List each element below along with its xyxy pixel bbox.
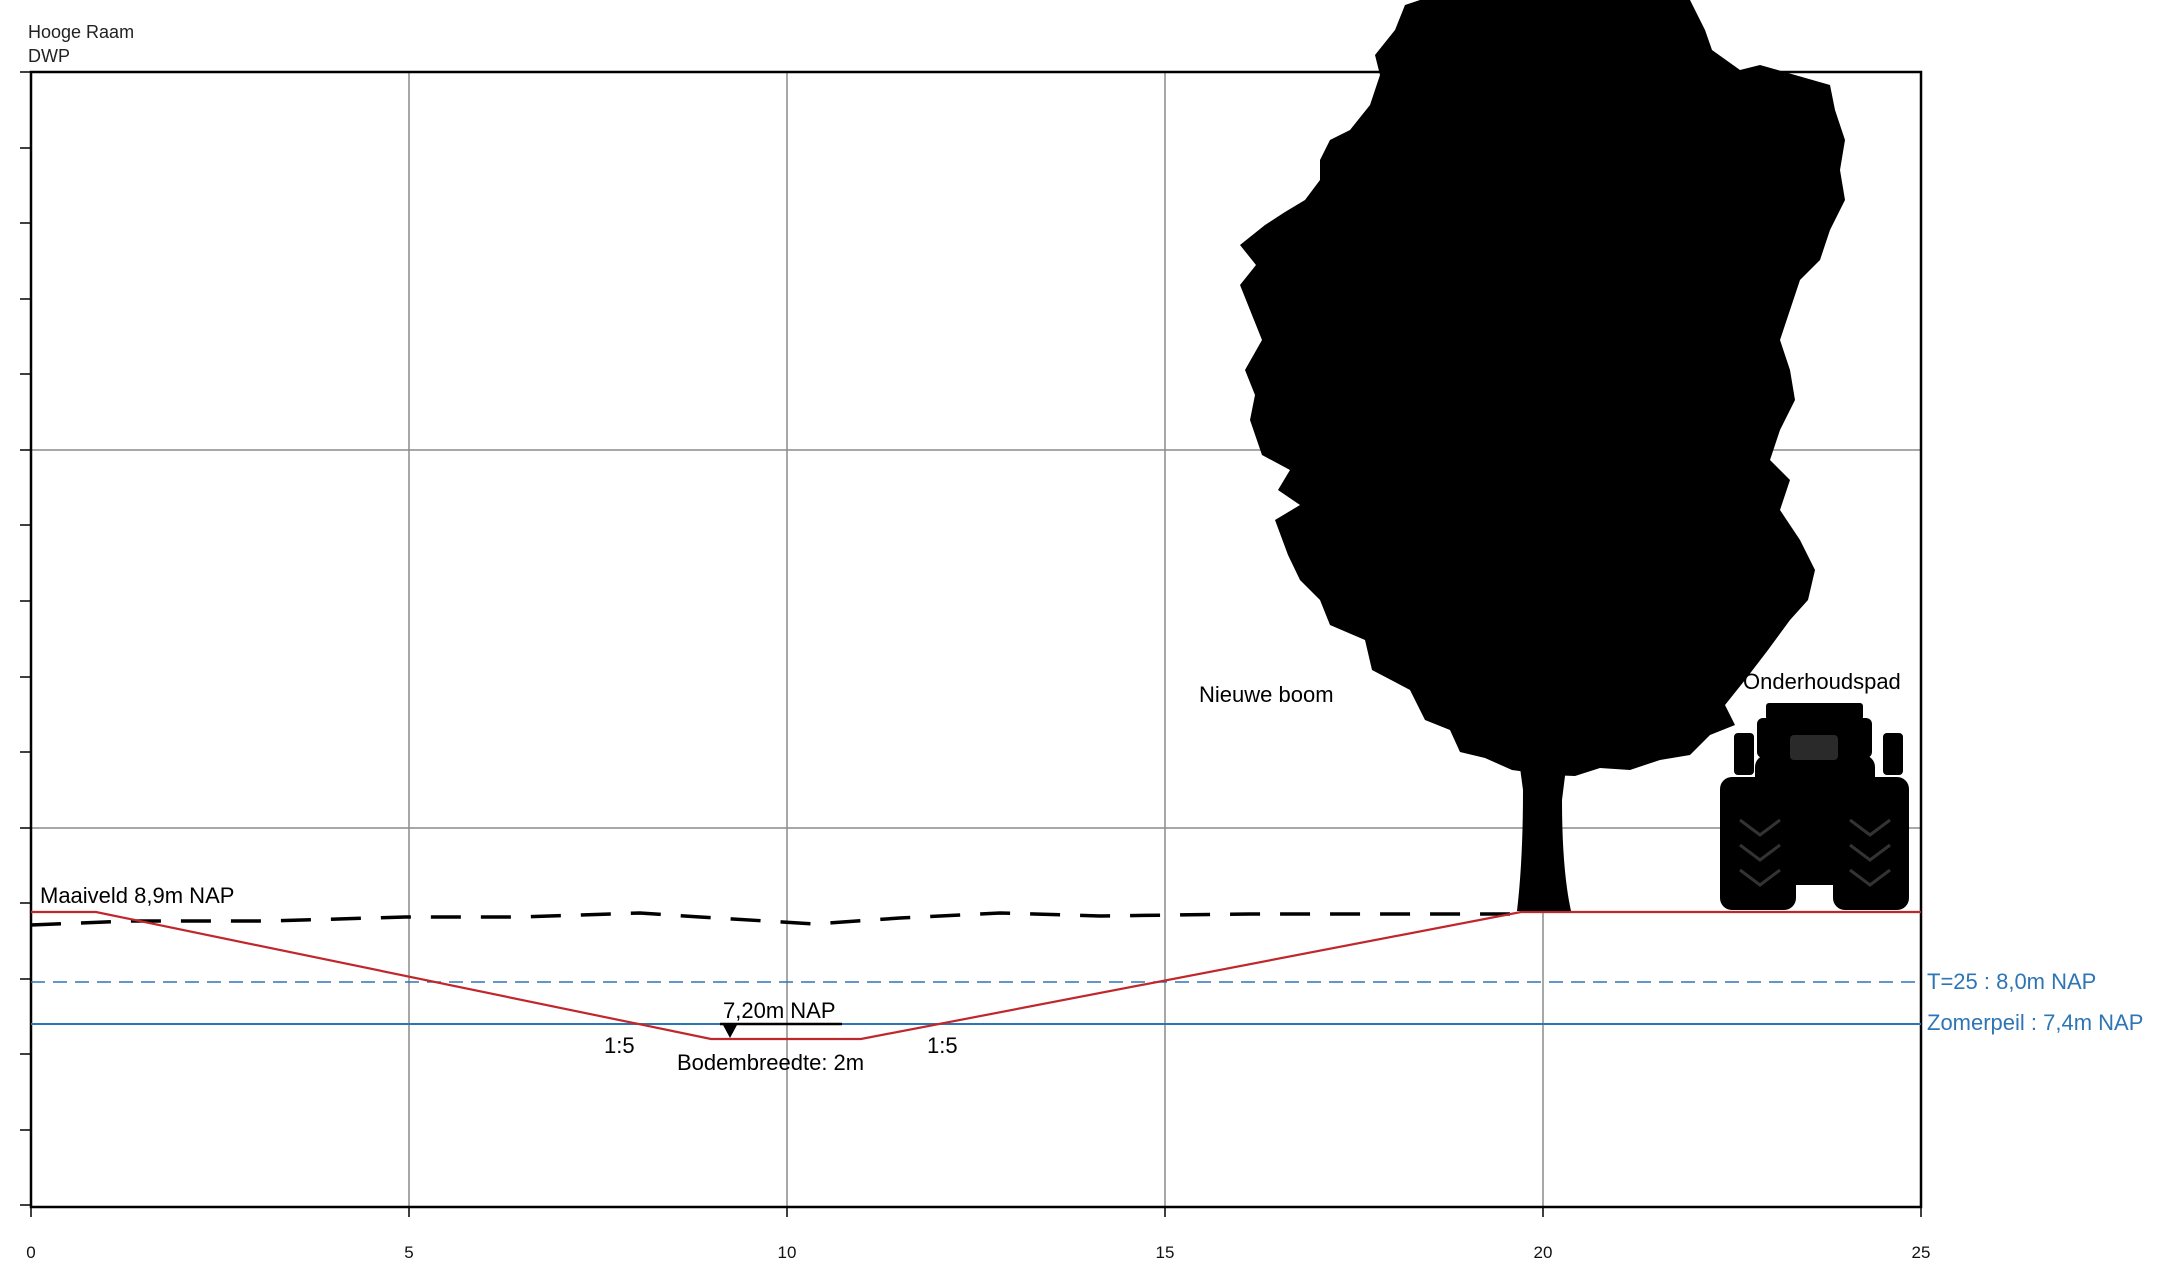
- existing-ground-line: [30, 911, 1510, 927]
- project-name: Hooge Raam: [28, 22, 135, 42]
- zomerpeil-label: Zomerpeil : 7,4m NAP: [1927, 1010, 2143, 1035]
- bottom-width-label: Bodembreedte: 2m: [677, 1050, 864, 1075]
- y-axis-ticks: [20, 71, 31, 1206]
- x-tick-label: 20: [1534, 1243, 1553, 1262]
- x-tick-label: 25: [1912, 1243, 1931, 1262]
- path-label: Onderhoudspad: [1743, 669, 1901, 694]
- x-tick-label: 5: [404, 1243, 413, 1262]
- x-axis-ticks: [30, 1207, 1922, 1217]
- project-code: DWP: [28, 46, 70, 66]
- water-level-triangle-icon: [723, 1025, 737, 1038]
- tree-silhouette-icon: [1240, 0, 1845, 911]
- new-profile-line: [31, 910, 1921, 1041]
- x-tick-label: 0: [26, 1243, 35, 1262]
- bottom-level-label: 7,20m NAP: [723, 998, 836, 1023]
- slope-left-label: 1:5: [604, 1033, 635, 1058]
- tractor-icon: [1720, 703, 1909, 910]
- slope-right-label: 1:5: [927, 1033, 958, 1058]
- plot-frame: [29, 70, 1923, 1209]
- t25-label: T=25 : 8,0m NAP: [1927, 969, 2096, 994]
- header: Hooge Raam DWP: [28, 20, 134, 68]
- tree-label: Nieuwe boom: [1199, 682, 1334, 707]
- maaiveld-label: Maaiveld 8,9m NAP: [40, 883, 234, 908]
- x-tick-label: 10: [778, 1243, 797, 1262]
- x-tick-label: 15: [1156, 1243, 1175, 1262]
